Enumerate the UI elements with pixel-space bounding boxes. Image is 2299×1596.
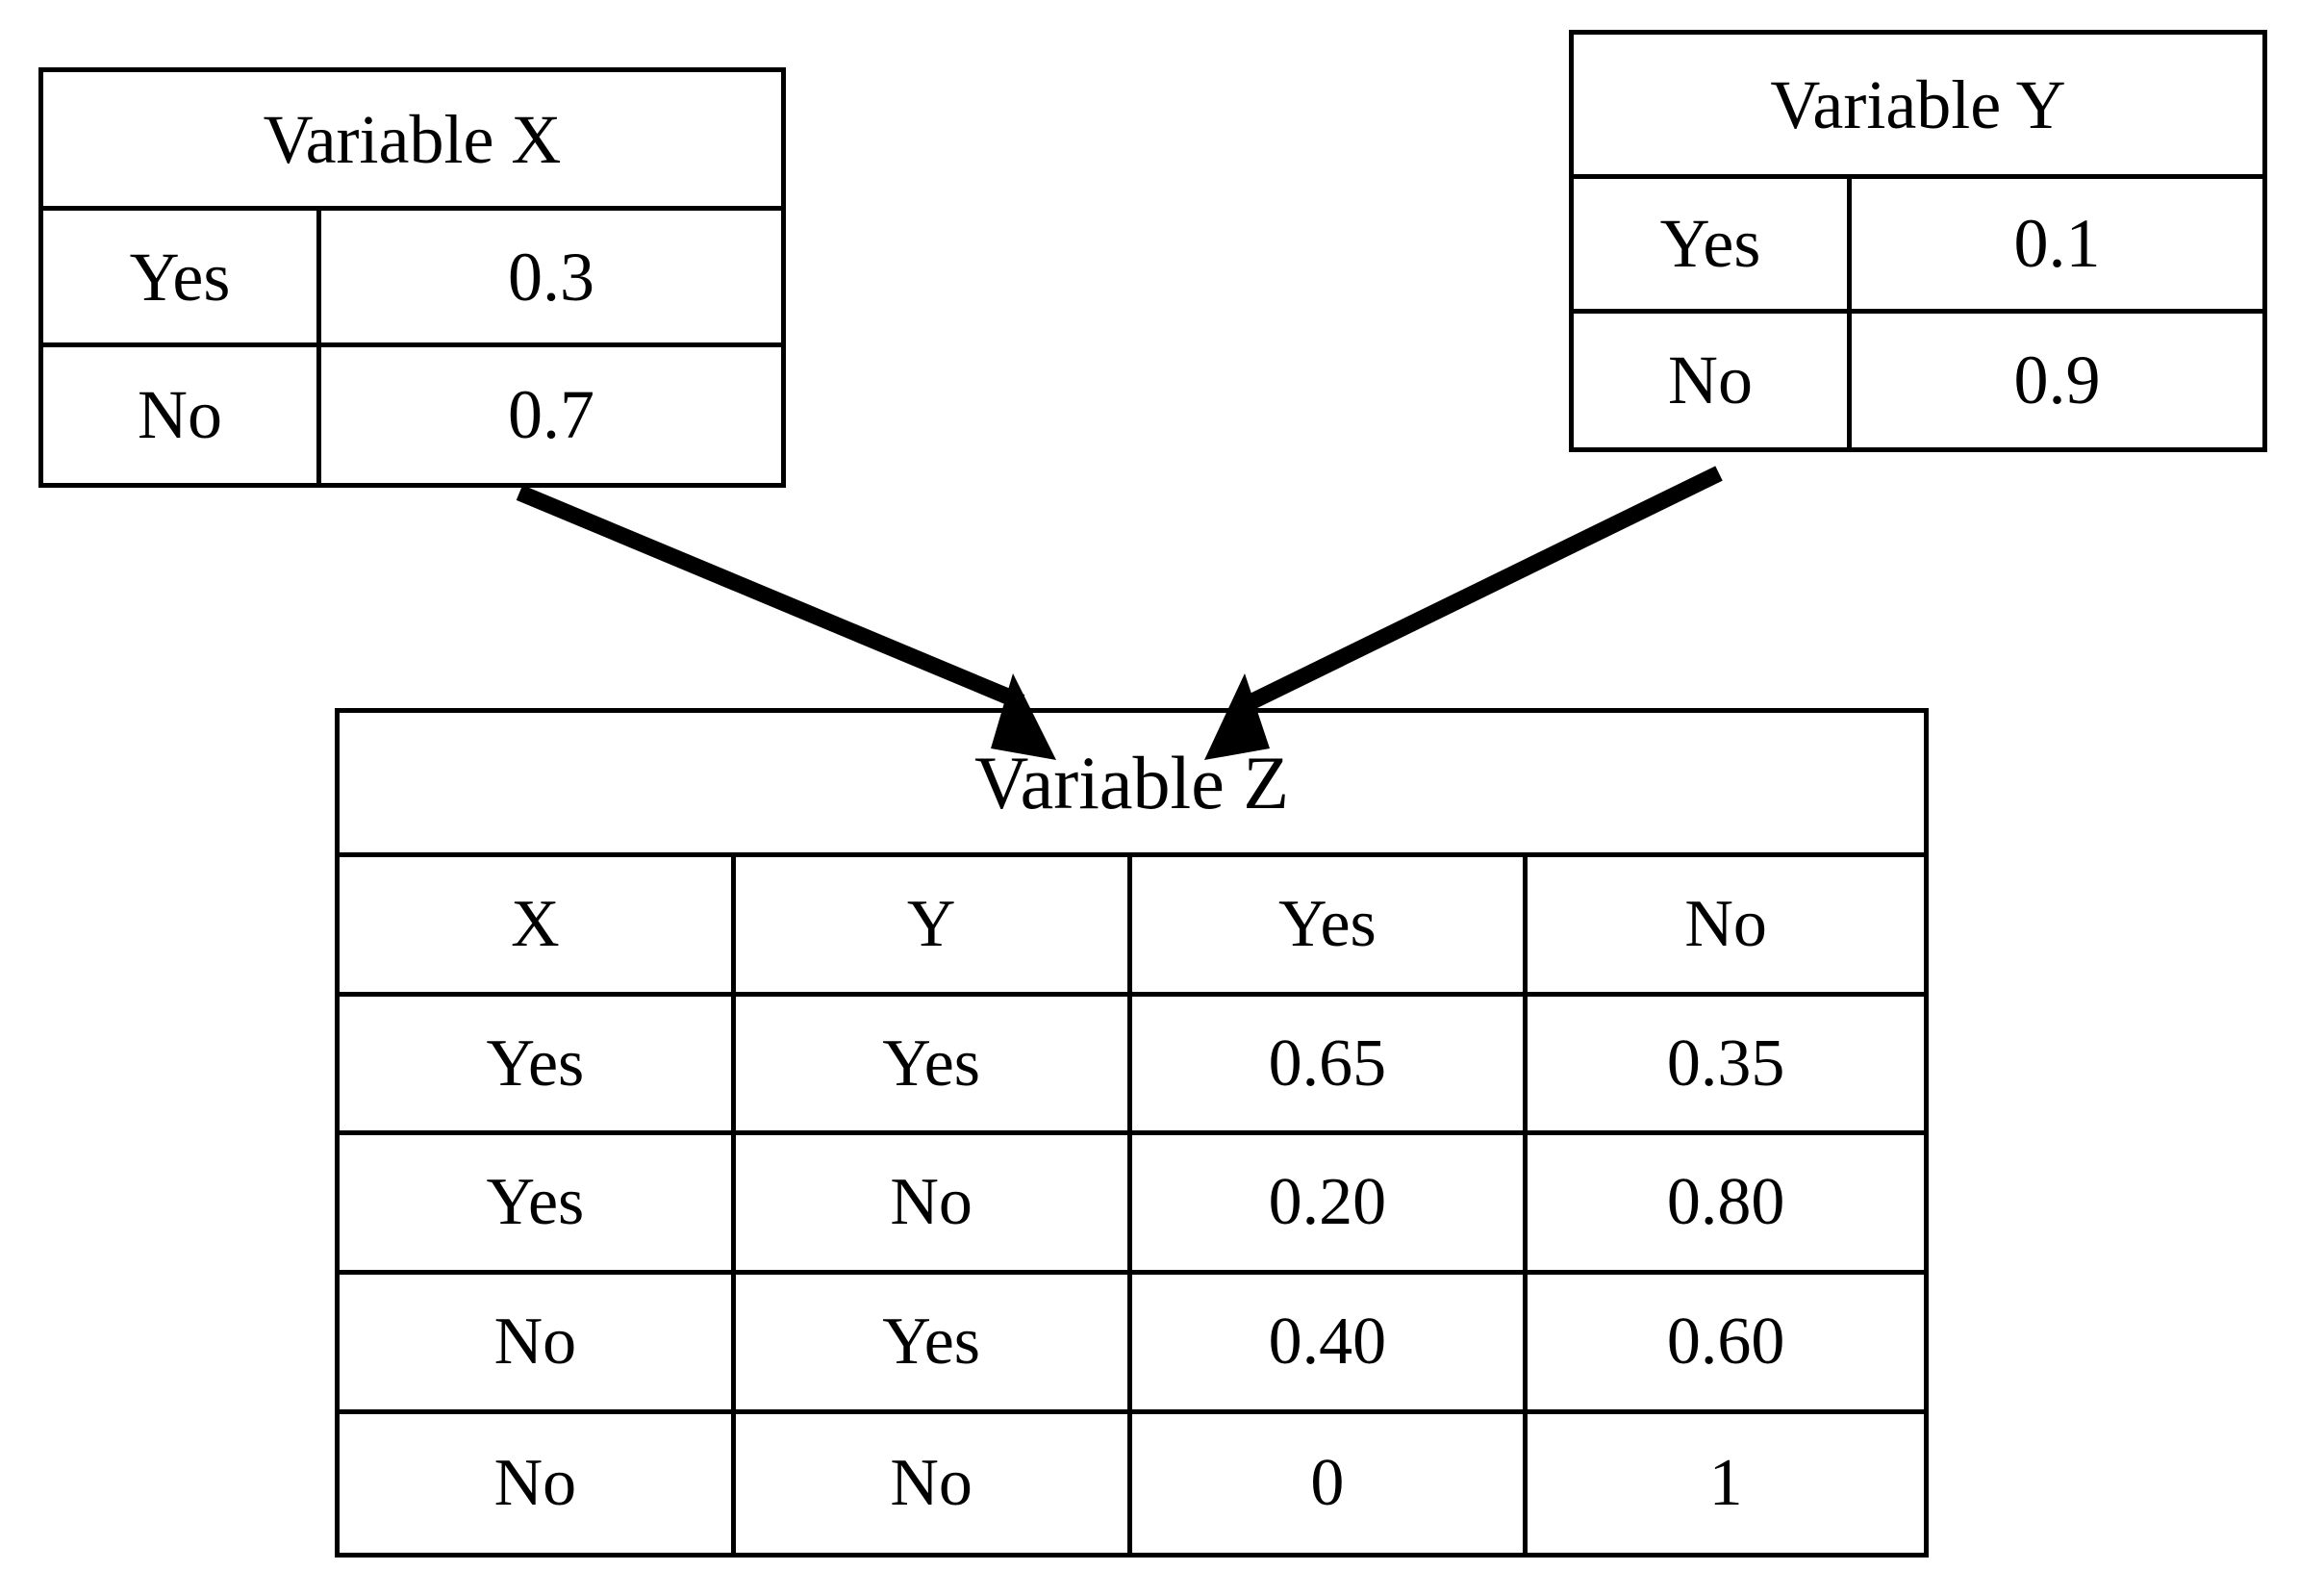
variable-x-row-yes: Yes 0.3 [43, 211, 781, 347]
variable-x-title-row: Variable X [43, 72, 781, 212]
variable-y-title-row: Variable Y [1574, 35, 2262, 180]
variable-z-r0-y: Yes [736, 996, 1132, 1131]
variable-x-state-yes: Yes [43, 211, 321, 342]
variable-z-r3-y: No [736, 1413, 1132, 1553]
variable-y-title: Variable Y [1770, 65, 2066, 143]
variable-z-title: Variable Z [973, 740, 1289, 824]
variable-y-prob-yes: 0.1 [2013, 205, 2101, 283]
variable-y-row-yes: Yes 0.1 [1574, 179, 2262, 314]
variable-z-r2-yes: 0.40 [1132, 1275, 1528, 1409]
variable-z-r2-no: 0.60 [1666, 1304, 1785, 1379]
variable-y-node[interactable]: Variable Y Yes 0.1 No 0.9 [1569, 30, 2267, 452]
variable-z-r1-y: No [736, 1135, 1132, 1270]
table-row: Yes No 0.20 0.80 [340, 1135, 1924, 1275]
variable-x-node[interactable]: Variable X Yes 0.3 No 0.7 [38, 67, 786, 488]
variable-x-row-no: No 0.7 [43, 346, 781, 483]
variable-x-prob-no: 0.7 [508, 376, 594, 454]
table-row: No No 0 1 [340, 1413, 1924, 1553]
variable-z-header-yes: Yes [1132, 857, 1528, 992]
variable-z-header-no: No [1684, 887, 1767, 962]
variable-y-row-no: No 0.9 [1574, 313, 2262, 447]
variable-x-title: Variable X [263, 100, 562, 178]
variable-z-node[interactable]: Variable Z X Y Yes No Yes Yes 0.65 0.35 … [335, 708, 1929, 1558]
variable-y-prob-no: 0.9 [2013, 342, 2101, 419]
variable-z-r1-yes: 0.20 [1132, 1135, 1528, 1270]
variable-z-title-row: Variable Z [340, 713, 1924, 858]
variable-z-r1-no: 0.80 [1666, 1165, 1785, 1240]
variable-x-prob-yes: 0.3 [508, 238, 594, 316]
variable-y-state-no: No [1574, 313, 1852, 447]
variable-z-r3-no: 1 [1708, 1445, 1743, 1520]
variable-z-header-row: X Y Yes No [340, 857, 1924, 997]
edge-x-to-z-line [516, 485, 1025, 710]
variable-z-r2-x: No [340, 1275, 736, 1409]
edge-y-to-z-line [1247, 466, 1723, 710]
variable-z-r0-x: Yes [340, 996, 736, 1131]
variable-z-header-y: Y [736, 857, 1132, 992]
variable-z-r0-yes: 0.65 [1132, 996, 1528, 1131]
variable-z-header-x: X [340, 857, 736, 992]
variable-z-r0-no: 0.35 [1666, 1026, 1785, 1101]
variable-z-r2-y: Yes [736, 1275, 1132, 1409]
variable-z-r3-yes: 0 [1132, 1413, 1528, 1553]
variable-y-state-yes: Yes [1574, 179, 1852, 309]
table-row: No Yes 0.40 0.60 [340, 1275, 1924, 1414]
variable-z-r1-x: Yes [340, 1135, 736, 1270]
variable-z-r3-x: No [340, 1413, 736, 1553]
table-row: Yes Yes 0.65 0.35 [340, 996, 1924, 1136]
variable-x-state-no: No [43, 346, 321, 483]
